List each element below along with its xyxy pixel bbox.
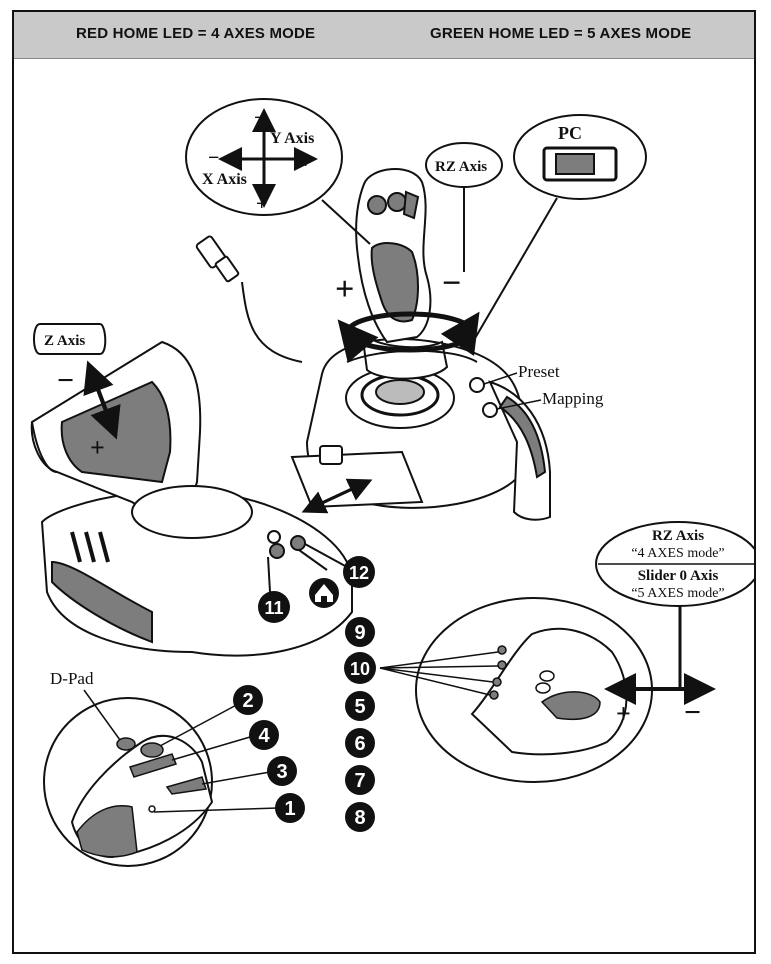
slider-axis-title: Slider 0 Axis — [638, 568, 719, 584]
dpad-detail-callout: D-Pad — [43, 669, 279, 867]
badge-2: 2 — [233, 685, 263, 715]
badge-11: 11 — [258, 591, 290, 623]
manual-page: RED HOME LED = 4 AXES MODE GREEN HOME LE… — [12, 10, 756, 954]
svg-text:5: 5 — [354, 696, 365, 718]
x-axis-label: X Axis — [202, 171, 247, 188]
x-plus-sign: + — [300, 151, 311, 173]
svg-text:1: 1 — [284, 798, 295, 820]
base-buttons-callout: + − — [379, 597, 716, 783]
preset-label: Preset — [518, 362, 560, 381]
z-plus-sign: + — [90, 433, 105, 462]
x-minus-sign: − — [208, 147, 219, 169]
xy-axis-callout: Y Axis X Axis − − + + — [185, 98, 371, 245]
svg-text:8: 8 — [354, 807, 365, 829]
mapping-label: Mapping — [542, 389, 604, 408]
z-axis-callout: Z Axis − + — [33, 323, 121, 462]
mode-header: RED HOME LED = 4 AXES MODE GREEN HOME LE… — [14, 12, 754, 59]
badge-9: 9 — [345, 617, 375, 647]
badge-6: 6 — [345, 728, 375, 758]
svg-text:2: 2 — [242, 690, 253, 712]
badge-4: 4 — [249, 720, 279, 750]
badge-5: 5 — [345, 691, 375, 721]
dpad-label: D-Pad — [50, 669, 94, 688]
switch-slider-icon — [555, 153, 595, 175]
y-plus-sign: + — [256, 193, 267, 215]
svg-text:6: 6 — [354, 733, 365, 755]
dpad-icon — [116, 737, 136, 751]
green-led-mode-text: GREEN HOME LED = 5 AXES MODE — [430, 25, 692, 42]
svg-text:7: 7 — [354, 770, 365, 792]
badge-12: 12 — [343, 556, 375, 588]
stick-unit — [195, 168, 551, 521]
throttle-unit — [30, 340, 353, 657]
y-axis-label: Y Axis — [270, 130, 314, 147]
svg-text:11: 11 — [264, 598, 283, 618]
red-led-mode-text: RED HOME LED = 4 AXES MODE — [76, 25, 316, 42]
svg-text:4: 4 — [258, 725, 270, 747]
joystick-diagram: Y Axis X Axis − − + + RZ Axis + − PC — [30, 98, 754, 867]
rz-axis-label: RZ Axis — [435, 159, 487, 175]
slider-minus-sign: − — [684, 696, 701, 729]
rotate-minus-sign: − — [442, 265, 461, 302]
badge-3: 3 — [267, 756, 297, 786]
svg-text:10: 10 — [350, 659, 370, 679]
z-axis-label: Z Axis — [44, 333, 85, 349]
slider-plus-sign: + — [616, 699, 631, 728]
badge-1: 1 — [275, 793, 305, 823]
svg-text:3: 3 — [276, 761, 287, 783]
y-minus-sign: − — [254, 107, 265, 129]
rz-axis-callout: RZ Axis + − — [335, 142, 503, 308]
axis-mode-callout: RZ Axis “4 AXES mode” Slider 0 Axis “5 A… — [595, 521, 754, 607]
badge-7: 7 — [345, 765, 375, 795]
home-icon — [309, 578, 339, 608]
rz-axis-title: RZ Axis — [652, 528, 704, 544]
badge-10: 10 — [344, 652, 376, 684]
svg-text:12: 12 — [349, 563, 369, 583]
pc-label: PC — [558, 123, 582, 143]
svg-text:9: 9 — [354, 622, 365, 644]
pc-switch-callout: PC — [473, 114, 647, 341]
badge-8: 8 — [345, 802, 375, 832]
rotate-plus-sign: + — [335, 271, 354, 308]
z-minus-sign: − — [57, 364, 74, 397]
slider-axis-mode: “5 AXES mode” — [631, 586, 724, 601]
number-badges: 2 4 3 1 9 10 5 6 7 8 11 12 — [233, 556, 376, 832]
rz-axis-mode: “4 AXES mode” — [631, 546, 724, 561]
